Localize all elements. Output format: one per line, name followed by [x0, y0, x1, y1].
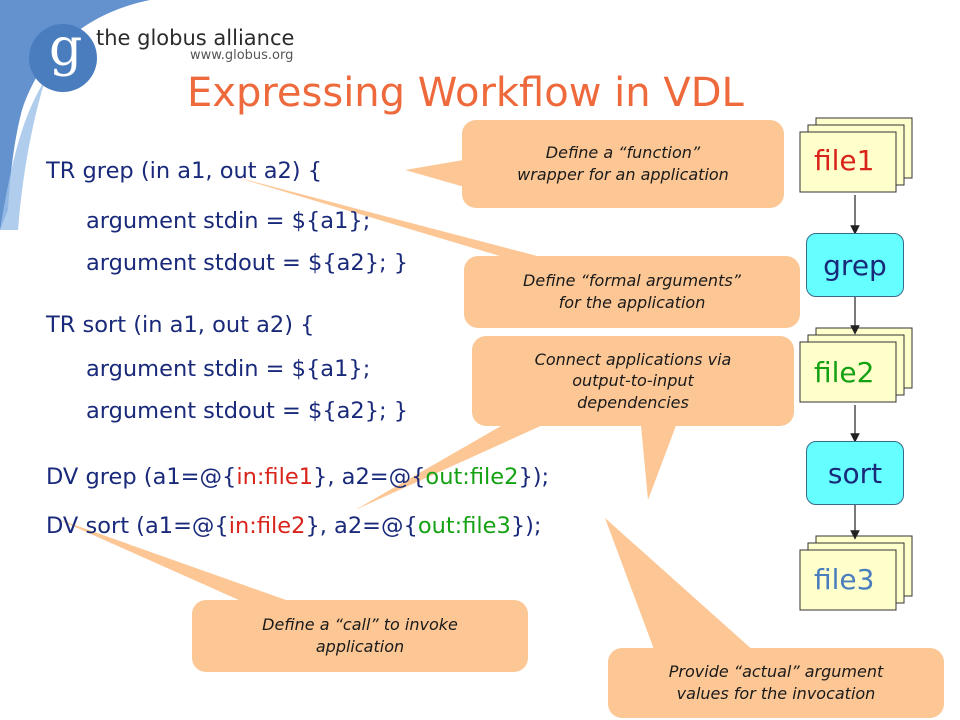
callout-define-call-line2: application	[315, 637, 405, 656]
dv-grep-input-ref: in:file1	[236, 464, 314, 490]
callout-function-wrapper-line2: wrapper for an application	[517, 165, 729, 184]
callout-define-call-line1: Define a “call” to invoke	[262, 615, 458, 635]
pointer-function-wrapper	[405, 158, 475, 190]
callout-function-wrapper: Define a “function” wrapper for an appli…	[462, 120, 784, 208]
dv-sort-input-ref: in:file2	[228, 513, 306, 539]
pointer-connect-apps-2	[640, 415, 680, 500]
file1-stack	[799, 117, 913, 193]
logo-org-name: the globus alliance	[96, 26, 295, 50]
code-dv-sort: DV sort (a1=@{in:file2}, a2=@{out:file3}…	[46, 513, 542, 539]
file2-label: file2	[814, 356, 875, 389]
callout-formal-args-line1: Define “formal arguments”	[523, 271, 741, 291]
pointer-connect-apps-1	[355, 415, 565, 510]
logo-letter: g	[49, 18, 83, 78]
grep-process-box: grep	[806, 233, 904, 297]
logo-circle	[29, 24, 97, 92]
sort-process-box: sort	[806, 441, 904, 505]
code-tr-sort-stdout: argument stdout = ${a2}; }	[86, 398, 409, 424]
dv-grep-middle: }, a2=@{	[313, 464, 426, 490]
dv-grep-prefix: DV grep (a1=@{	[46, 464, 237, 490]
dv-sort-middle: }, a2=@{	[305, 513, 418, 539]
code-tr-grep-stdin: argument stdin = ${a1};	[86, 208, 371, 234]
callout-connect-apps-line2: output-to-input	[572, 371, 694, 391]
slide-title: Expressing Workflow in VDL	[187, 70, 744, 116]
file2-stack	[799, 327, 913, 403]
code-tr-sort-header: TR sort (in a1, out a2) {	[46, 312, 315, 338]
code-tr-grep-header: TR grep (in a1, out a2) {	[46, 158, 323, 184]
logo-swoosh-light	[0, 80, 45, 230]
dv-grep-suffix: });	[518, 464, 550, 490]
dv-grep-output-ref: out:file2	[425, 464, 519, 490]
callout-connect-apps-line1: Connect applications via	[534, 349, 732, 369]
callout-actual-args-line2: values for the invocation	[676, 684, 876, 703]
callout-function-wrapper-line1: Define a “function”	[545, 143, 701, 163]
callout-formal-args: Define “formal arguments” for the applic…	[464, 256, 800, 328]
dv-sort-suffix: });	[510, 513, 542, 539]
dv-sort-output-ref: out:file3	[417, 513, 511, 539]
file3-stack	[799, 535, 913, 611]
pointer-formal-args	[232, 176, 560, 262]
file1-label: file1	[814, 144, 875, 177]
code-dv-grep: DV grep (a1=@{in:file1}, a2=@{out:file2}…	[46, 464, 549, 490]
callout-connect-apps: Connect applications via output-to-input…	[472, 336, 794, 426]
code-tr-grep-stdout: argument stdout = ${a2}; }	[86, 250, 409, 276]
dv-sort-prefix: DV sort (a1=@{	[46, 513, 229, 539]
logo-url: www.globus.org	[190, 48, 294, 63]
callout-define-call: Define a “call” to invoke application	[192, 600, 528, 672]
code-tr-sort-stdin: argument stdin = ${a1};	[86, 356, 371, 382]
callout-actual-args-line1: Provide “actual” argument	[668, 662, 884, 682]
pointer-define-call	[55, 518, 300, 605]
file3-label: file3	[814, 563, 875, 596]
pointer-actual-args	[605, 518, 755, 652]
callout-connect-apps-line3: dependencies	[577, 392, 689, 412]
callout-actual-args: Provide “actual” argument values for the…	[608, 648, 944, 718]
callout-formal-args-line2: for the application	[558, 293, 706, 312]
